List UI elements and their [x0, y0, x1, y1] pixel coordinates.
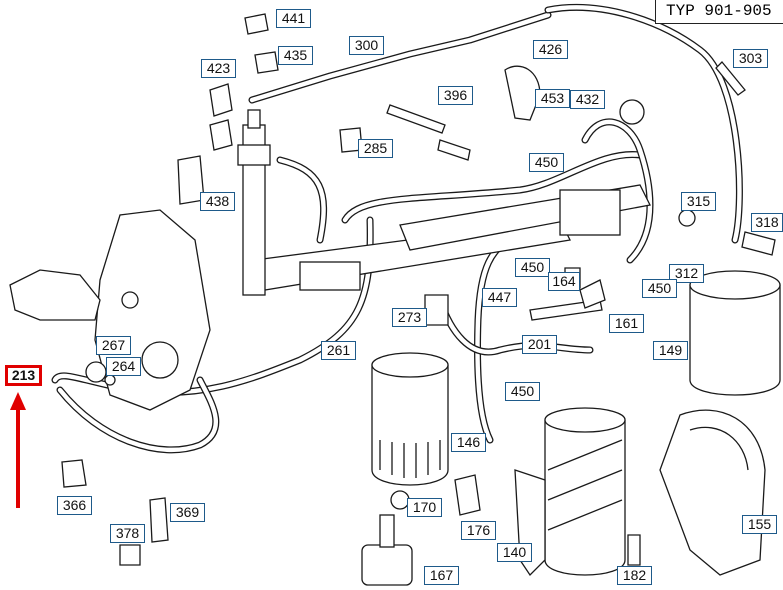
callout-423[interactable]: 423	[201, 59, 236, 78]
callout-213[interactable]: 213	[5, 365, 42, 386]
callout-366[interactable]: 366	[57, 496, 92, 515]
callout-426[interactable]: 426	[533, 40, 568, 59]
callout-453[interactable]: 453	[535, 89, 570, 108]
fuel-filter-left	[371, 352, 449, 486]
callout-300[interactable]: 300	[349, 36, 384, 55]
selection-arrow	[10, 392, 26, 508]
callout-155[interactable]: 155	[742, 515, 777, 534]
callout-146[interactable]: 146	[451, 433, 486, 452]
callout-369[interactable]: 369	[170, 503, 205, 522]
callout-164[interactable]: 164	[548, 272, 580, 291]
injection-rail	[254, 184, 651, 291]
callout-432[interactable]: 432	[570, 90, 605, 109]
mounting-bracket	[659, 409, 766, 576]
type-range-label: TYP 901-905	[655, 0, 783, 24]
callout-161[interactable]: 161	[609, 314, 644, 333]
callout-261[interactable]: 261	[321, 341, 356, 360]
callout-170[interactable]: 170	[407, 498, 442, 517]
callout-396[interactable]: 396	[438, 86, 473, 105]
callout-273[interactable]: 273	[392, 308, 427, 327]
callout-149[interactable]: 149	[653, 341, 688, 360]
callout-285[interactable]: 285	[358, 139, 393, 158]
callout-176[interactable]: 176	[461, 521, 496, 540]
callout-438[interactable]: 438	[200, 192, 235, 211]
callout-303[interactable]: 303	[733, 49, 768, 68]
fuel-filter-center	[514, 407, 626, 577]
callout-378[interactable]: 378	[110, 524, 145, 543]
callout-450d[interactable]: 450	[505, 382, 540, 401]
sensor-plug	[361, 514, 413, 586]
callout-167[interactable]: 167	[424, 566, 459, 585]
callout-267[interactable]: 267	[96, 336, 131, 355]
fuel-filter-right	[689, 270, 781, 396]
callout-441[interactable]: 441	[276, 9, 311, 28]
callout-315[interactable]: 315	[681, 192, 716, 211]
callout-435[interactable]: 435	[278, 46, 313, 65]
callout-450a[interactable]: 450	[529, 153, 564, 172]
callout-447[interactable]: 447	[482, 288, 517, 307]
callout-450c[interactable]: 450	[642, 279, 677, 298]
injector	[237, 109, 271, 296]
callout-312[interactable]: 312	[669, 264, 704, 283]
callout-182[interactable]: 182	[617, 566, 652, 585]
callout-264[interactable]: 264	[106, 357, 141, 376]
callout-140[interactable]: 140	[497, 543, 532, 562]
callout-318[interactable]: 318	[751, 213, 783, 232]
clips-and-fittings	[61, 13, 776, 566]
callout-201[interactable]: 201	[522, 335, 557, 354]
callout-450b[interactable]: 450	[515, 258, 550, 277]
